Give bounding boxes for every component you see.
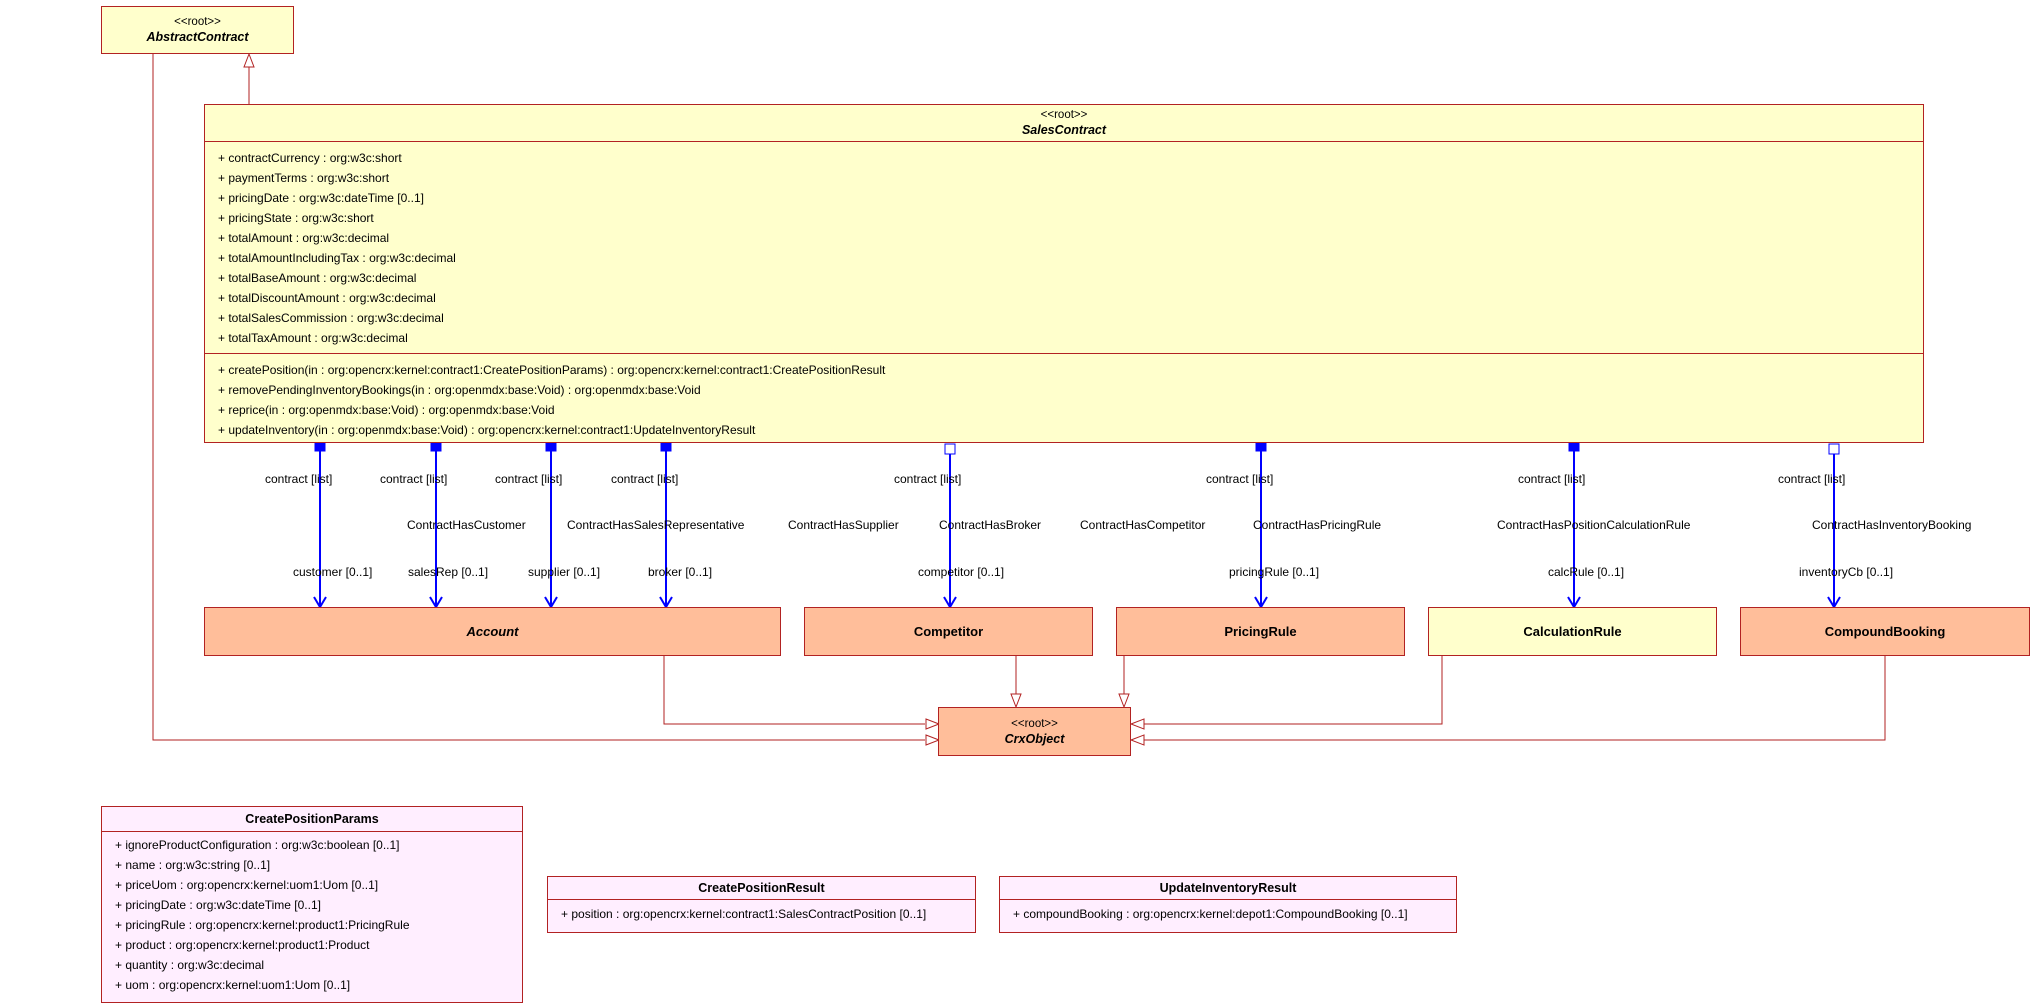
- association-name-supplier: ContractHasSupplier: [788, 518, 899, 532]
- role-customer: customer [0..1]: [293, 565, 373, 579]
- role-contract-customer: contract [list]: [265, 472, 333, 486]
- class-account[interactable]: Account: [204, 607, 781, 656]
- sales-contract-stereotype: <<root>>: [1040, 109, 1088, 121]
- aggregation-marker-inventorybooking: [1828, 443, 1840, 455]
- attribute: + quantity : org:w3c:decimal: [115, 958, 265, 972]
- generalization-compoundbooking-crxobject: [1144, 656, 1886, 741]
- role-contract-inventorybooking: contract [list]: [1778, 472, 1846, 486]
- attribute: + name : org:w3c:string [0..1]: [115, 858, 271, 872]
- class-abstract-contract[interactable]: <<root>> AbstractContract: [101, 6, 294, 54]
- abstract-contract-name: AbstractContract: [146, 30, 249, 44]
- role-salesrep: salesRep [0..1]: [408, 565, 489, 579]
- attribute: + pricingDate : org:w3c:dateTime [0..1]: [115, 898, 321, 912]
- compound-booking-name: CompoundBooking: [1824, 624, 1946, 639]
- crx-object-stereotype: <<root>>: [1011, 718, 1058, 730]
- role-contract-salesrep: contract [list]: [380, 472, 448, 486]
- attribute: + pricingState : org:w3c:short: [218, 211, 374, 225]
- class-compound-booking[interactable]: CompoundBooking: [1740, 607, 2030, 656]
- update-inventory-result-name: UpdateInventoryResult: [1159, 881, 1297, 895]
- class-competitor[interactable]: Competitor: [804, 607, 1093, 656]
- role-contract-competitor: contract [list]: [894, 472, 962, 486]
- attribute: + paymentTerms : org:w3c:short: [218, 171, 390, 185]
- generalization-abstractcontract-crxobject: [152, 54, 925, 741]
- role-competitor: competitor [0..1]: [918, 565, 1005, 579]
- role-broker: broker [0..1]: [648, 565, 713, 579]
- create-position-params-name: CreatePositionParams: [245, 812, 379, 826]
- role-contract-supplier: contract [list]: [495, 472, 563, 486]
- create-position-result-attributes: + position : org:opencrx:kernel:contract…: [548, 899, 975, 928]
- class-create-position-params[interactable]: CreatePositionParams + ignoreProductConf…: [101, 806, 523, 1003]
- association-name-salesrep: ContractHasSalesRepresentative: [567, 518, 745, 532]
- sales-contract-name: SalesContract: [1021, 123, 1107, 137]
- generalization-calculationrule-crxobject: [1144, 656, 1443, 725]
- class-pricing-rule[interactable]: PricingRule: [1116, 607, 1405, 656]
- association-name-customer: ContractHasCustomer: [407, 518, 526, 532]
- association-name-inventorybooking: ContractHasInventoryBooking: [1812, 518, 1972, 532]
- attribute: + pricingDate : org:w3c:dateTime [0..1]: [218, 191, 424, 205]
- attribute: + compoundBooking : org:opencrx:kernel:d…: [1013, 907, 1408, 921]
- attribute: + contractCurrency : org:w3c:short: [218, 151, 402, 165]
- sales-contract-attributes: + contractCurrency : org:w3c:short + pay…: [205, 141, 1923, 353]
- association-name-competitor: ContractHasCompetitor: [1080, 518, 1206, 532]
- attribute: + priceUom : org:opencrx:kernel:uom1:Uom…: [115, 878, 379, 892]
- operation: + updateInventory(in : org:openmdx:base:…: [218, 423, 756, 437]
- class-update-inventory-result[interactable]: UpdateInventoryResult + compoundBooking …: [999, 876, 1457, 933]
- aggregation-marker-competitor: [944, 443, 956, 455]
- sales-contract-operations: + createPosition(in : org:opencrx:kernel…: [205, 353, 1923, 444]
- association-name-calcrule: ContractHasPositionCalculationRule: [1497, 518, 1691, 532]
- abstract-contract-stereotype: <<root>>: [174, 16, 221, 28]
- create-position-result-name: CreatePositionResult: [698, 881, 825, 895]
- operation: + removePendingInventoryBookings(in : or…: [218, 383, 701, 397]
- attribute: + totalSalesCommission : org:w3c:decimal: [218, 311, 444, 325]
- update-inventory-result-attributes: + compoundBooking : org:opencrx:kernel:d…: [1000, 899, 1456, 928]
- pricing-rule-name: PricingRule: [1224, 624, 1297, 639]
- attribute: + totalBaseAmount : org:w3c:decimal: [218, 271, 417, 285]
- class-calculation-rule[interactable]: CalculationRule: [1428, 607, 1717, 656]
- calculation-rule-name: CalculationRule: [1523, 624, 1622, 639]
- operation: + createPosition(in : org:opencrx:kernel…: [218, 363, 886, 377]
- association-name-broker: ContractHasBroker: [939, 518, 1042, 532]
- attribute: + totalAmountIncludingTax : org:w3c:deci…: [218, 251, 456, 265]
- attribute: + totalDiscountAmount : org:w3c:decimal: [218, 291, 436, 305]
- role-supplier: supplier [0..1]: [528, 565, 601, 579]
- create-position-params-attributes: + ignoreProductConfiguration : org:w3c:b…: [102, 831, 522, 999]
- class-crx-object[interactable]: <<root>> CrxObject: [938, 707, 1131, 756]
- class-create-position-result[interactable]: CreatePositionResult + position : org:op…: [547, 876, 976, 933]
- role-contract-broker: contract [list]: [611, 472, 679, 486]
- attribute: + ignoreProductConfiguration : org:w3c:b…: [115, 838, 400, 852]
- attribute: + product : org:opencrx:kernel:product1:…: [115, 938, 370, 952]
- role-pricingrule: pricingRule [0..1]: [1229, 565, 1320, 579]
- role-calcrule: calcRule [0..1]: [1548, 565, 1625, 579]
- competitor-name: Competitor: [913, 624, 984, 639]
- operation: + reprice(in : org:openmdx:base:Void) : …: [218, 403, 555, 417]
- attribute: + totalAmount : org:w3c:decimal: [218, 231, 390, 245]
- sales-contract-header: <<root>> SalesContract: [205, 105, 1923, 141]
- account-name: Account: [466, 624, 519, 639]
- role-contract-calcrule: contract [list]: [1518, 472, 1586, 486]
- crx-object-name: CrxObject: [1004, 732, 1065, 746]
- class-sales-contract[interactable]: <<root>> SalesContract + contractCurrenc…: [204, 104, 1924, 443]
- attribute: + pricingRule : org:opencrx:kernel:produ…: [115, 918, 410, 932]
- role-inventorybooking: inventoryCb [0..1]: [1799, 565, 1894, 579]
- association-name-pricingrule: ContractHasPricingRule: [1253, 518, 1382, 532]
- attribute: + totalTaxAmount : org:w3c:decimal: [218, 331, 408, 345]
- generalization-account-crxobject: [663, 656, 925, 725]
- attribute: + uom : org:opencrx:kernel:uom1:Uom [0..…: [115, 978, 351, 992]
- role-contract-pricingrule: contract [list]: [1206, 472, 1274, 486]
- attribute: + position : org:opencrx:kernel:contract…: [561, 907, 927, 921]
